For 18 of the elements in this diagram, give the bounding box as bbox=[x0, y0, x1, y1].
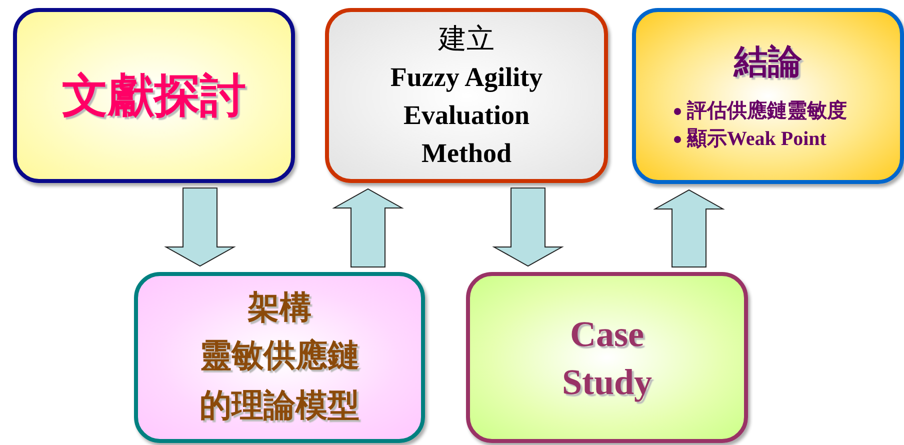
rounded-box bbox=[134, 272, 425, 443]
block-arrow bbox=[653, 189, 725, 268]
rounded-box bbox=[466, 272, 748, 443]
body-text: 靈敏供應鏈的理論模型 bbox=[198, 334, 360, 426]
rounded-box bbox=[632, 8, 904, 184]
bullet-item: 評估供應鏈靈敏度 bbox=[687, 98, 847, 124]
bullet-item: 顯示Weak Point bbox=[687, 127, 826, 152]
block-arrow bbox=[492, 188, 564, 267]
body-text: Fuzzy Agility Evaluation Method bbox=[389, 60, 544, 170]
heading-text: 架構 bbox=[248, 286, 312, 328]
block-arrow bbox=[332, 188, 404, 268]
rounded-box bbox=[325, 8, 608, 183]
title-text: 文獻探討 bbox=[62, 66, 246, 124]
heading-text: 結論 bbox=[734, 41, 802, 84]
block-arrow bbox=[164, 188, 236, 267]
title-text: Case Study bbox=[560, 312, 654, 404]
rounded-box bbox=[13, 8, 295, 183]
heading-text: 建立 bbox=[438, 22, 494, 56]
